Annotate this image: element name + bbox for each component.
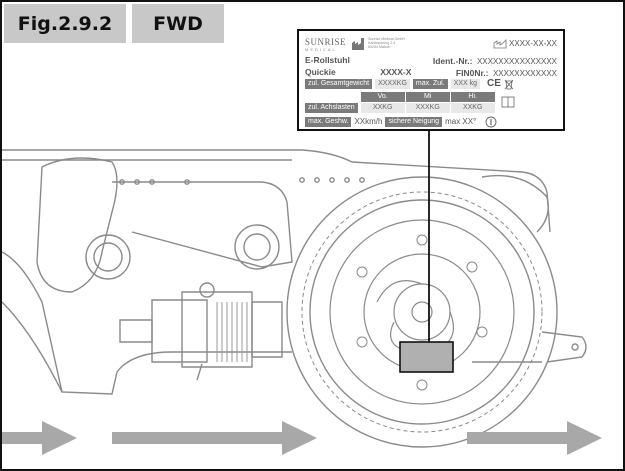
figure-number: Fig.2.9.2: [4, 4, 126, 43]
flow-arrows: [2, 421, 602, 455]
axle-val-front: XXKG: [360, 102, 405, 113]
gross-weight-label: zul. Gesamtgewicht: [305, 79, 373, 89]
type-plate: SUNRISE MEDICAL Sunrise Medical GmbH Kah…: [297, 29, 565, 131]
address-line-3: 69254 Malsch: [368, 44, 391, 49]
product-type: E-Rollstuhl: [305, 54, 350, 65]
ce-mark: CE: [487, 78, 501, 89]
incline-label: sichere Neigung: [385, 117, 443, 127]
fin-value: XXXXXXXXXXXX: [492, 69, 557, 78]
model-code: XXXX-X: [380, 66, 412, 77]
plate-header: SUNRISE MEDICAL Sunrise Medical GmbH Kah…: [305, 35, 557, 53]
axle-val-middle: XXXKG: [405, 102, 450, 113]
plate-row-model: Quickie XXXX-X FIN0Nr.: XXXXXXXXXXXX: [305, 66, 557, 78]
info-icon: [485, 116, 497, 128]
drive-wheel: [286, 176, 558, 448]
address-line-2: Kahlbachring 2-4: [368, 41, 396, 46]
arrow-left: [2, 421, 77, 455]
date-value: XXXX-XX-XX: [508, 39, 557, 48]
max-load-label: max. Zul.: [412, 79, 448, 89]
arrow-middle: [112, 421, 317, 455]
gross-weight-value: XXXXKG: [375, 79, 410, 89]
plate-row-ident: E-Rollstuhl Ident.-Nr.: XXXXXXXXXXXXXXX: [305, 54, 557, 66]
brand-logo: SUNRISE: [305, 36, 347, 47]
chassis-outline: [2, 149, 587, 395]
ident-label: Ident.-Nr.:: [432, 56, 473, 66]
axle-label: zul. Achslasten: [305, 103, 358, 113]
arrow-right: [467, 421, 602, 455]
axle-col-rear: Hi.: [450, 91, 495, 102]
axle-col-middle: Mi: [405, 91, 450, 102]
weee-bin-icon: [504, 79, 514, 89]
axle-val-rear: XXKG: [450, 102, 495, 113]
figure-title: FWD: [132, 4, 224, 43]
manual-icon: [501, 96, 515, 108]
fin-label: FIN0Nr.:: [455, 68, 489, 78]
factory-icon: [352, 38, 365, 50]
motor-ribs: [216, 302, 248, 362]
label-location-highlight: [399, 341, 454, 373]
ident-value: XXXXXXXXXXXXXXX: [476, 57, 557, 66]
plate-row-speed: max. Geshw. XXkm/h sichere Neigung max X…: [305, 116, 557, 128]
plate-row-axle: zul. Achslasten Vo. Mi Hi. XXKG XXXKG XX…: [305, 91, 557, 113]
axle-col-front: Vo.: [360, 91, 405, 102]
plate-row-weight: zul. Gesamtgewicht XXXXKG max. Zul. XXX …: [305, 79, 557, 89]
model-name: Quickie: [305, 66, 336, 77]
speed-label: max. Geshw.: [305, 117, 352, 127]
brand-sub: MEDICAL: [305, 46, 337, 52]
manufacture-date-icon: [493, 39, 507, 49]
max-load-value: XXX kg: [450, 79, 481, 89]
address-line-1: Sunrise Medical GmbH: [368, 37, 405, 42]
speed-value: XXkm/h: [354, 117, 383, 126]
incline-value: max XX°: [445, 117, 477, 126]
